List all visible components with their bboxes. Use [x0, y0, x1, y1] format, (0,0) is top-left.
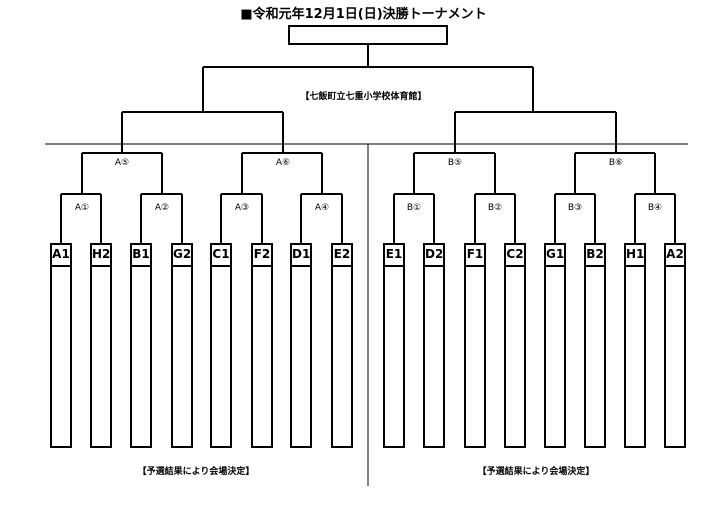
team-box: F2 [251, 243, 273, 448]
team-box: E2 [331, 243, 353, 448]
team-box: A1 [50, 243, 72, 448]
team-name: G1 [546, 245, 564, 267]
quarter-label: B③ [566, 203, 584, 214]
team-box: E1 [383, 243, 405, 448]
team-name: A2 [666, 245, 684, 267]
semi-label: B⑥ [607, 158, 625, 169]
semi-label: A⑤ [113, 158, 131, 169]
team-name: B1 [132, 245, 150, 267]
quarter-label: B② [486, 203, 504, 214]
team-name: D2 [425, 245, 443, 267]
team-name: H2 [92, 245, 110, 267]
team-box: D1 [290, 243, 312, 448]
quarter-label: B① [405, 203, 423, 214]
team-box: G2 [171, 243, 193, 448]
quarter-label: A③ [233, 203, 251, 214]
team-name: F2 [253, 245, 271, 267]
team-name: E1 [385, 245, 403, 267]
team-box: F1 [464, 243, 486, 448]
quarter-label: A② [153, 203, 171, 214]
quarter-label: B④ [646, 203, 664, 214]
team-box: H2 [90, 243, 112, 448]
venue-label: 【七飯町立七重小学校体育館】 [300, 92, 427, 102]
team-box: D2 [423, 243, 445, 448]
quarter-label: A① [73, 203, 91, 214]
team-box: C1 [210, 243, 232, 448]
quarter-label: A④ [313, 203, 331, 214]
team-box: H1 [624, 243, 646, 448]
team-name: A1 [52, 245, 70, 267]
left-venue-note: 【予選結果により会場決定】 [137, 467, 255, 477]
team-name: H1 [626, 245, 644, 267]
team-name: B2 [586, 245, 604, 267]
team-box: B2 [584, 243, 606, 448]
team-name: F1 [466, 245, 484, 267]
right-venue-note: 【予選結果により会場決定】 [477, 467, 595, 477]
team-name: G2 [173, 245, 191, 267]
team-name: C2 [506, 245, 524, 267]
team-box: A2 [664, 243, 686, 448]
team-box: G1 [544, 243, 566, 448]
team-name: C1 [212, 245, 230, 267]
semi-label: A⑥ [274, 158, 292, 169]
champion-box [288, 25, 448, 45]
team-box: B1 [130, 243, 152, 448]
team-name: E2 [333, 245, 351, 267]
page-title: ■令和元年12月1日(日)決勝トーナメント [240, 7, 487, 22]
team-box: C2 [504, 243, 526, 448]
semi-label: B⑤ [446, 158, 464, 169]
team-name: D1 [292, 245, 310, 267]
